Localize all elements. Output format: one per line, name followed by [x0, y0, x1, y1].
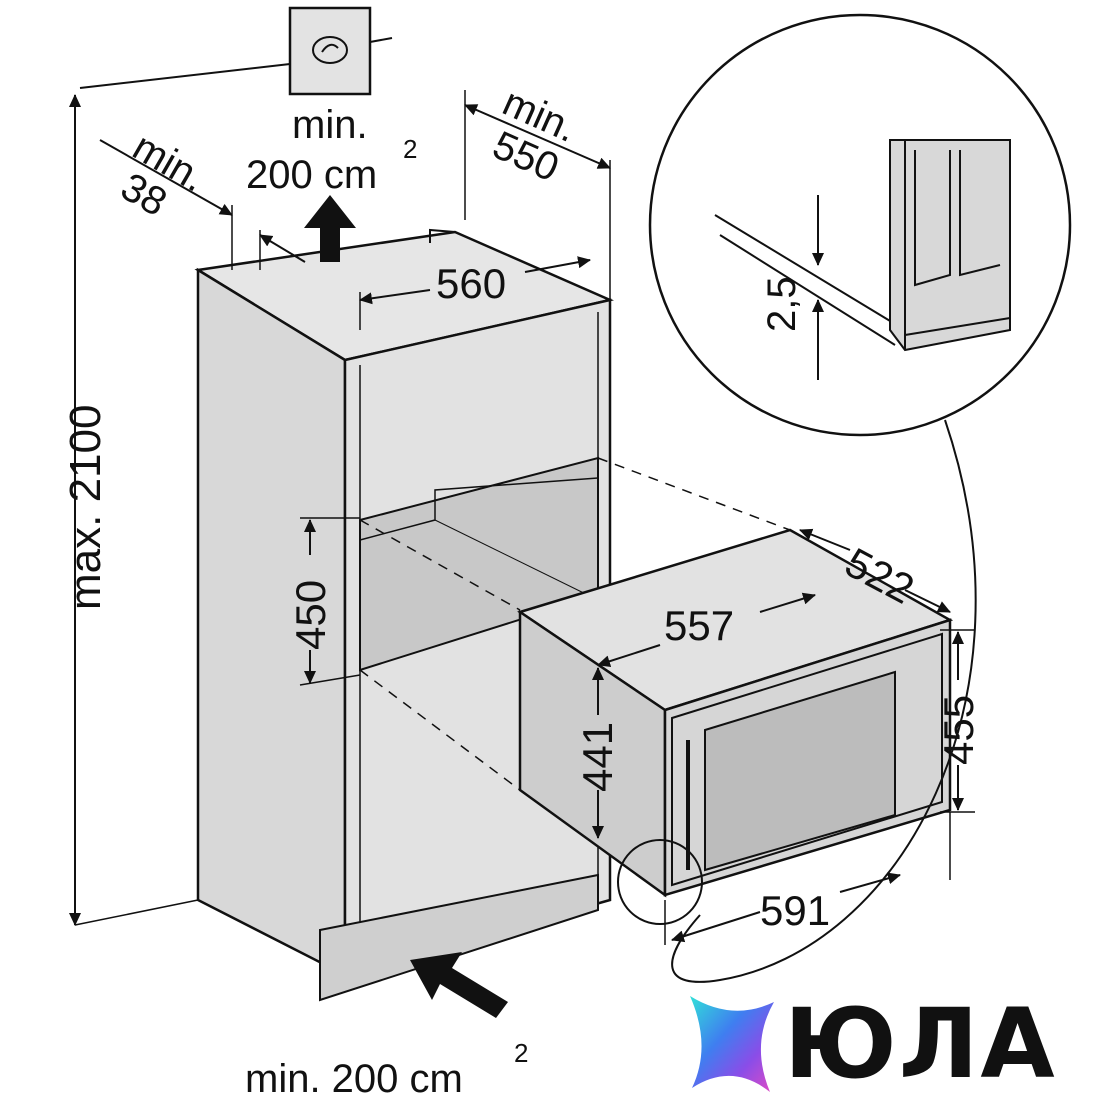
w560-dimension: 560: [359, 256, 591, 330]
w557-dimension: 557: [597, 592, 816, 668]
h450-dimension: 450: [287, 517, 361, 686]
label-560: 560: [436, 260, 506, 307]
arrow-up-icon: [304, 195, 356, 262]
label-max-2100: max. 2100: [61, 405, 110, 610]
brand-logo-icon: [690, 996, 774, 1092]
appliance: [517, 528, 954, 898]
label-557: 557: [664, 602, 734, 649]
vent-grille-icon: [79, 6, 393, 96]
label-top-vent-sup: 2: [403, 134, 417, 164]
brand-name: ЮЛА: [784, 988, 1057, 1100]
label-top-min: min.: [292, 103, 368, 147]
w591-dimension: 591: [664, 812, 951, 945]
min-38-dimension: min. 38: [99, 125, 306, 270]
label-591: 591: [760, 887, 830, 934]
label-bottom-vent-sup: 2: [514, 1038, 528, 1068]
label-top-vent: 200 cm: [246, 153, 377, 197]
arrow-in-icon: [410, 952, 508, 1018]
bottom-ventilation: min. 200 cm 2: [245, 952, 528, 1100]
label-gap-2-5: 2,5: [760, 276, 804, 332]
label-441: 441: [574, 722, 621, 792]
top-ventilation: min. 200 cm 2: [246, 103, 417, 270]
detail-magnifier: 2,5: [617, 13, 1072, 983]
projection-lines: [359, 457, 791, 791]
max-height-dimension: max. 2100: [61, 94, 199, 926]
label-bottom-vent: min. 200 cm: [245, 1057, 463, 1100]
h441-dimension: 441: [574, 667, 621, 839]
label-450: 450: [287, 580, 334, 650]
